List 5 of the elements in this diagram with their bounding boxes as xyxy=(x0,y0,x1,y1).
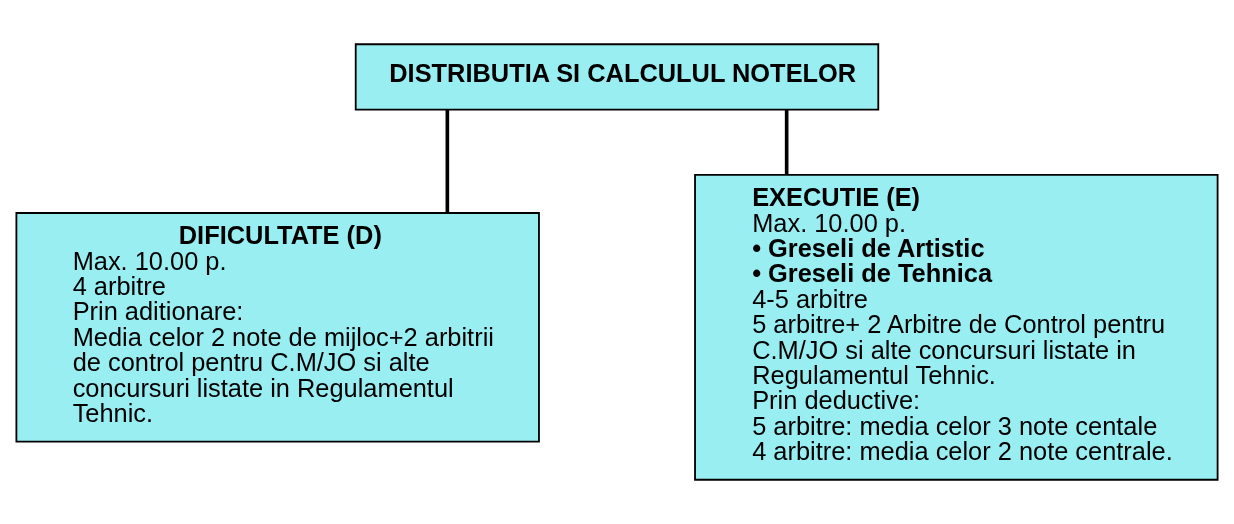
connector xyxy=(445,109,450,213)
node-box: EXECUTIE (E) Max. 10.00 p. • Greseli de Artistic • Greseli de Tehnica 4-5 arbitre 5 arbitre+ 2 Arbitre de Control pentru C.M/JO si alte concursuri listate in Regulamentul Tehnic. Prin deductive: 5 arbitre: media celor 3 note centale 4 arbitre: media celor 2 note centrale. xyxy=(694,174,1219,481)
connector xyxy=(784,109,789,175)
node-box: DIFICULTATE (D) Max. 10.00 p. 4 arbitre Prin aditionare: Media celor 2 note de mijloc+2 arbitrii de control pentru C.M/JO si alte concursuri listate in Regulamentul Tehnic. xyxy=(15,212,540,443)
node-box: DISTRIBUTIA SI CALCULUL NOTELOR xyxy=(354,43,880,111)
